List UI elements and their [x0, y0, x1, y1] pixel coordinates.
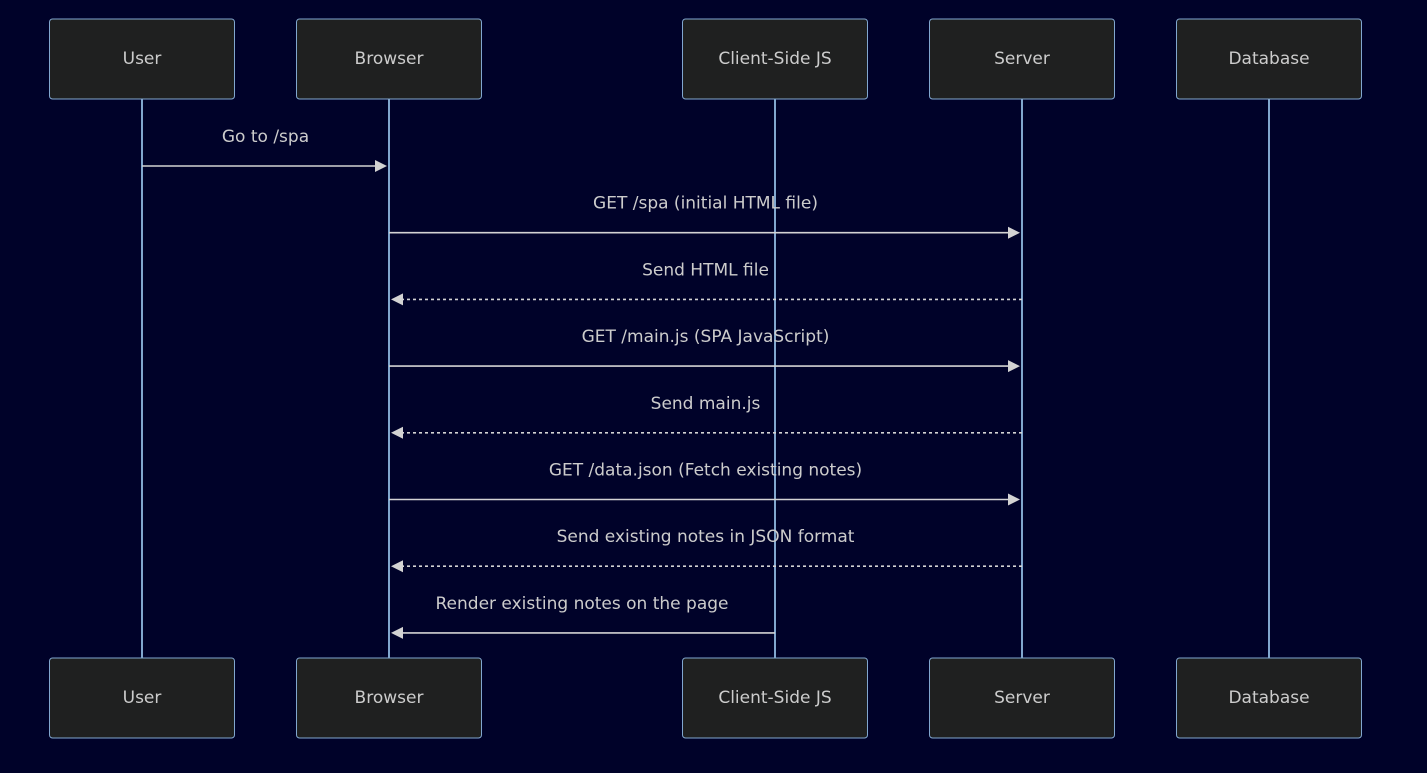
actor-bottom-server: Server: [929, 657, 1115, 739]
actor-label: User: [123, 49, 162, 69]
actor-top-client_js: Client-Side JS: [682, 18, 868, 100]
message-8: Render existing notes on the page: [391, 594, 775, 639]
actor-box: [296, 657, 482, 739]
message-label: Send HTML file: [642, 260, 769, 280]
arrowhead: [375, 160, 387, 172]
actor-box: [682, 657, 868, 739]
actor-bottom-database: Database: [1176, 657, 1362, 739]
actors-bottom: User Browser Client-Side JS Server Database: [49, 657, 1362, 739]
actor-box: [682, 18, 868, 100]
message-1: Go to /spa: [142, 127, 387, 172]
actor-top-server: Server: [929, 18, 1115, 100]
message-5: Send main.js: [391, 394, 1022, 439]
actor-bottom-browser: Browser: [296, 657, 482, 739]
actor-box: [49, 18, 235, 100]
actor-bottom-user: User: [49, 657, 235, 739]
actor-label: User: [123, 688, 162, 708]
message-4: GET /main.js (SPA JavaScript): [389, 327, 1020, 373]
arrowhead: [1008, 360, 1020, 373]
actor-box: [296, 18, 482, 100]
message-label: GET /main.js (SPA JavaScript): [582, 327, 830, 347]
message-label: Send main.js: [651, 394, 761, 414]
actor-box: [1176, 18, 1362, 100]
message-7: Send existing notes in JSON format: [391, 527, 1022, 573]
message-6: GET /data.json (Fetch existing notes): [389, 461, 1020, 506]
actor-label: Client-Side JS: [718, 688, 831, 708]
actor-top-user: User: [49, 18, 235, 100]
message-label: Render existing notes on the page: [436, 594, 729, 614]
message-label: Send existing notes in JSON format: [557, 527, 855, 547]
arrowhead: [391, 560, 403, 573]
arrowhead: [391, 626, 403, 639]
message-label: GET /data.json (Fetch existing notes): [549, 461, 862, 481]
actor-label: Client-Side JS: [718, 49, 831, 69]
actor-bottom-client_js: Client-Side JS: [682, 657, 868, 739]
actor-label: Browser: [355, 49, 424, 69]
actor-box: [929, 657, 1115, 739]
actor-box: [49, 657, 235, 739]
actor-top-database: Database: [1176, 18, 1362, 100]
actor-box: [929, 18, 1115, 100]
arrowhead: [1008, 493, 1020, 506]
actors-top: User Browser Client-Side JS Server Database: [49, 18, 1362, 100]
actor-label: Browser: [355, 688, 424, 708]
actor-label: Server: [994, 688, 1050, 708]
actor-top-browser: Browser: [296, 18, 482, 100]
message-label: GET /spa (initial HTML file): [593, 194, 818, 214]
arrowhead: [391, 426, 403, 439]
actor-label: Database: [1228, 688, 1309, 708]
actor-box: [1176, 657, 1362, 739]
arrowhead: [1008, 226, 1020, 239]
actor-label: Server: [994, 49, 1050, 69]
message-2: GET /spa (initial HTML file): [389, 194, 1020, 239]
message-label: Go to /spa: [222, 127, 309, 147]
lifelines: [141, 99, 1270, 658]
message-3: Send HTML file: [391, 260, 1022, 306]
arrowhead: [391, 293, 403, 306]
actor-label: Database: [1228, 49, 1309, 69]
